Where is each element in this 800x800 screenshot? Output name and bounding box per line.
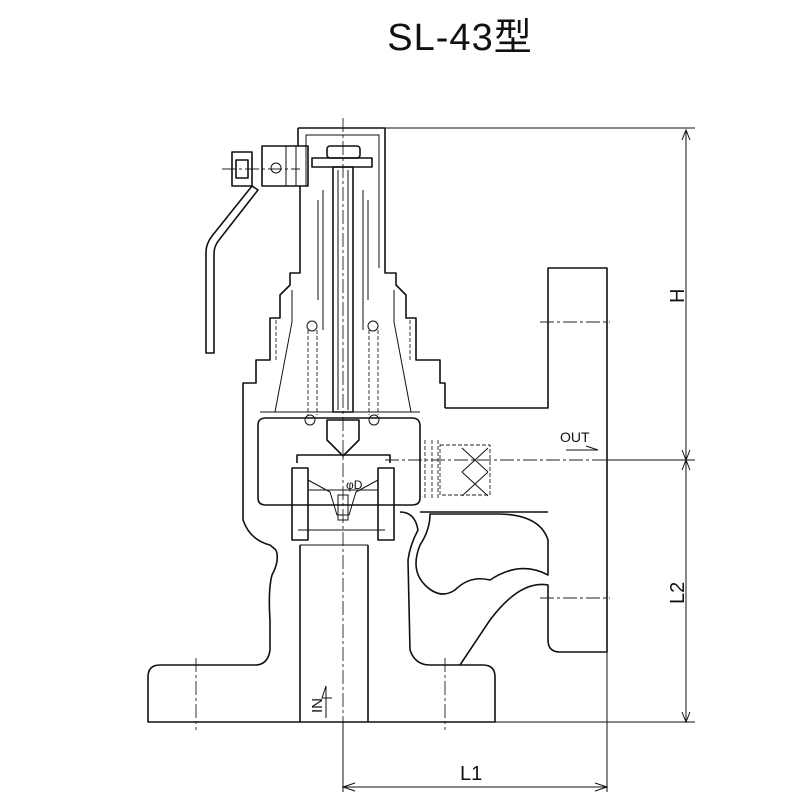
bonnet [242,127,446,551]
inlet-flange: IN [147,529,496,730]
disc-seat: φD [291,419,395,541]
inlet-label: IN [309,698,326,713]
drawing-title: SL-43型 [387,17,533,59]
height-label: H [667,289,689,303]
outlet-height-label: L2 [667,582,689,604]
outlet-offset-label: L1 [460,763,482,785]
outlet-label: OUT [560,429,590,445]
valve-body [257,267,610,666]
seat-diameter-label: φD [346,478,363,492]
dimensions: H L2 L1 OUT [341,127,695,792]
lever [205,145,309,354]
